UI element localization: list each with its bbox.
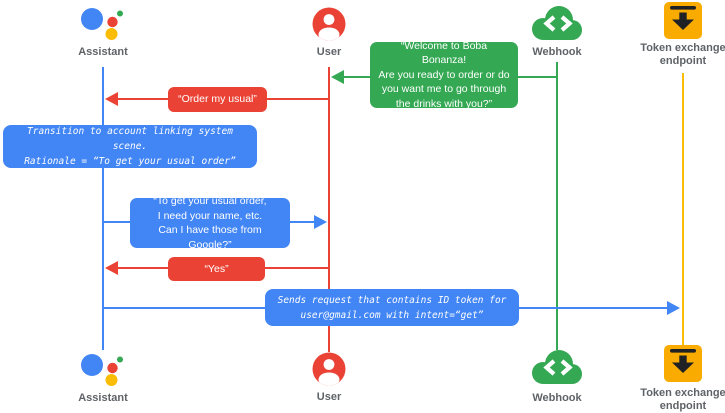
welcome-arrowhead bbox=[331, 70, 344, 84]
need-name-message: “To get your usual order, I need your na… bbox=[130, 195, 290, 251]
assistant-label: Assistant bbox=[78, 46, 128, 58]
user-label-bottom: User bbox=[316, 391, 342, 403]
yes-message: “Yes” bbox=[168, 257, 265, 281]
yes-arrowhead bbox=[105, 261, 118, 275]
webhook-lifeline bbox=[556, 62, 558, 350]
assistant-icon-bottom bbox=[81, 354, 123, 386]
assistant-label-bottom: Assistant bbox=[78, 392, 128, 404]
token-endpoint-label: Token exchange endpoint bbox=[640, 42, 725, 67]
order-arrowhead bbox=[105, 92, 118, 106]
user-icon-bottom bbox=[312, 352, 346, 386]
webhook-label: Webhook bbox=[532, 46, 582, 58]
webhook-icon-bottom bbox=[532, 350, 582, 384]
user-lifeline bbox=[328, 67, 330, 352]
token-endpoint-label-bottom: Token exchange endpoint bbox=[640, 387, 725, 412]
welcome-message: “Welcome to Boba Bonanza! Are you ready … bbox=[370, 40, 518, 110]
token-endpoint-lifeline bbox=[682, 73, 684, 345]
user-icon bbox=[312, 7, 346, 41]
user-label: User bbox=[316, 46, 342, 58]
transition-note: Transition to account linking system sce… bbox=[3, 125, 257, 168]
order-message: “Order my usual” bbox=[168, 87, 267, 112]
token-endpoint-icon-bottom bbox=[664, 345, 702, 382]
webhook-label-bottom: Webhook bbox=[532, 392, 582, 404]
need-name-arrowhead bbox=[314, 215, 327, 229]
assistant-icon bbox=[81, 8, 123, 40]
sends-request-arrowhead bbox=[667, 301, 680, 315]
webhook-icon bbox=[532, 6, 582, 40]
token-endpoint-icon bbox=[664, 2, 702, 39]
assistant-lifeline bbox=[102, 67, 104, 350]
sends-request-message: Sends request that contains ID token for… bbox=[265, 289, 519, 326]
